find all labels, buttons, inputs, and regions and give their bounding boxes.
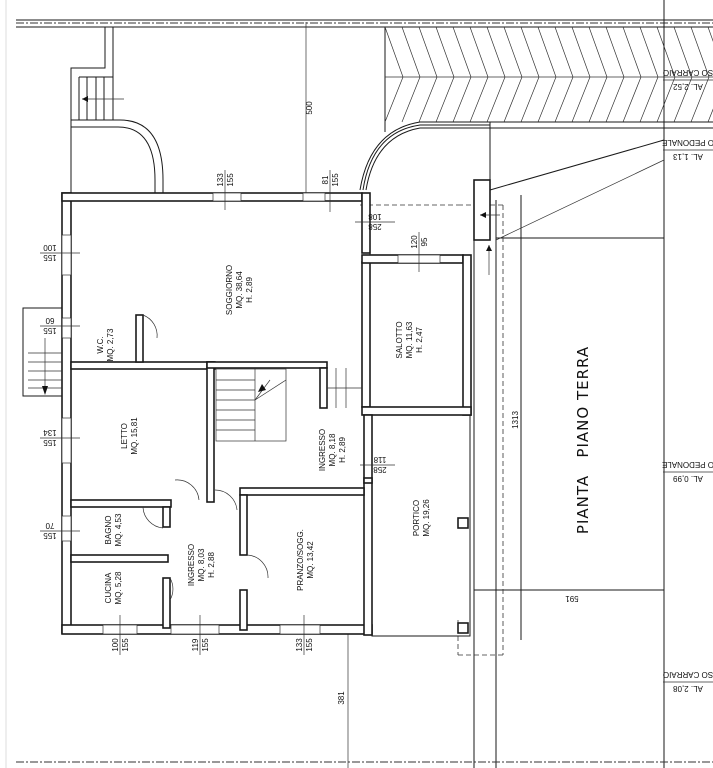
dim-top-gap: 500 [305,101,314,115]
dim-bottom: 118 [373,455,386,464]
room-name: PORTICO [412,500,421,536]
yard-lines [16,0,713,768]
dim-top: 258 [373,465,387,474]
room-name: INGRESSO [318,429,327,471]
room-name: PRANZO/SOGG. [296,529,305,591]
dim-yard-width: 591 [565,594,579,603]
room-area: MQ. 15,81 [130,417,139,455]
room-portico: PORTICO MQ. 19,26 [412,499,431,537]
room-letto: LETTO MQ. 15,81 [120,417,139,455]
room-area: MQ. 38,64 [235,271,244,309]
room-name: SOGGIORNO [225,265,234,315]
room-height: H. 2,89 [245,277,254,303]
dim-door-upper-right: 258 108 [368,212,382,231]
boundary-label-line2: AL. 2,52 [673,82,703,91]
top-boundary [16,19,713,28]
room-area: MQ. 13,42 [306,541,315,579]
dim-top: 155 [43,531,57,540]
dim-bottom: 155 [201,638,210,652]
dim-window-left-3: 155 134 [43,428,57,447]
room-area: MQ. 4,53 [114,513,123,546]
dim-top: 120 [410,235,419,249]
ramp-chevrons [384,26,713,123]
dim-window-top-2: 81 155 [321,173,340,187]
room-cucina: CUCINA MQ. 5,28 [104,571,123,604]
dim-top: 155 [43,326,57,335]
dim-bottom: 155 [305,638,314,652]
dimension-lines [40,22,420,655]
dim-window-bottom-2: 119 155 [191,638,210,652]
room-pranzo: PRANZO/SOGG. MQ. 13,42 [296,529,315,591]
boundary-label-carraio-top: AL. 2,52 SO CARRAIO [663,68,713,91]
dim-bottom: 155 [331,173,340,187]
dim-bottom: 155 [121,638,130,652]
boundary-label-pedonale-bottom: AL. 0,99 O PEDONALE [662,460,713,483]
room-salotto: SALOTTO MQ. 11,63 H. 2,47 [395,321,424,359]
boundary-label-line1: SO CARRAIO [663,670,713,679]
boundary-label-line2: AL. 0,99 [673,474,703,483]
boundary-label-line2: AL. 1,13 [673,152,703,161]
dim-bottom: 108 [368,212,382,221]
dim-bottom: 155 [226,173,235,187]
boundary-label-line1: O PEDONALE [662,138,713,147]
room-area: MQ. 2,73 [106,328,115,361]
room-soggiorno: SOGGIORNO MQ. 38,64 H. 2,89 [225,265,254,315]
dim-window-salotto: 120 95 [410,235,429,249]
dim-window-top-1: 133 155 [216,173,235,187]
internal-staircase [215,368,362,442]
dim-bottom: 60 [45,316,54,325]
dim-window-bottom-1: 100 155 [111,638,130,652]
dim-portico-length: 1313 [511,411,520,429]
room-name: W.C. [96,336,105,353]
dim-bottom: 70 [45,521,54,530]
room-bagno: BAGNO MQ. 4,53 [104,513,123,546]
room-name: SALOTTO [395,321,404,358]
dim-window-left-4: 155 70 [43,521,57,540]
dim-bottom-gap: 381 [337,691,346,705]
dim-top: 100 [111,638,120,652]
dim-top: 133 [295,638,304,652]
room-ingresso-lower: INGRESSO MQ. 8,03 H. 2,88 [187,544,216,586]
boundary-label-line1: SO CARRAIO [663,68,713,77]
dim-bottom: 100 [43,243,57,252]
side-staircase [22,307,63,397]
room-area: MQ. 11,63 [405,321,414,358]
external-staircase-left [70,27,164,195]
dim-top: 133 [216,173,225,187]
boundary-label-line1: O PEDONALE [662,460,713,469]
dim-bottom: 95 [420,237,429,246]
room-wc: W.C. MQ. 2,73 [96,328,115,361]
dim-ingresso-opening: 258 118 [373,455,387,474]
dim-window-bottom-3: 133 155 [295,638,314,652]
dim-top: 258 [368,222,382,231]
room-name: CUCINA [104,572,113,603]
room-area: MQ. 19,26 [422,499,431,537]
dim-bottom: 134 [43,428,57,437]
room-name: BAGNO [104,516,113,545]
room-height: H. 2,88 [207,552,216,578]
boundary-label-line2: AL. 2,08 [673,684,703,693]
dim-top: 155 [43,438,57,447]
boundary-label-pedonale-top: AL. 1,13 O PEDONALE [662,138,713,161]
dim-top: 119 [191,638,200,651]
room-name: LETTO [120,423,129,449]
house-walls [61,192,472,637]
driveway-ramp [359,26,713,193]
room-area: MQ. 8,03 [197,548,206,581]
dim-window-left-2: 155 60 [43,316,57,335]
dim-top: 155 [43,253,57,262]
room-area: MQ. 5,28 [114,571,123,604]
boundary-label-carraio-bottom: AL. 2,08 SO CARRAIO [663,670,713,693]
drawing-title: PIANTA PIANO TERRA [574,346,592,534]
room-ingresso-upper: INGRESSO MQ. 8,18 H. 2,89 [318,429,347,471]
room-area: MQ. 8,18 [328,433,337,466]
room-height: H. 2,47 [415,327,424,353]
room-height: H. 2,89 [338,437,347,463]
room-name: INGRESSO [187,544,196,586]
dim-top: 81 [321,175,330,184]
dim-window-left-1: 155 100 [43,243,57,262]
